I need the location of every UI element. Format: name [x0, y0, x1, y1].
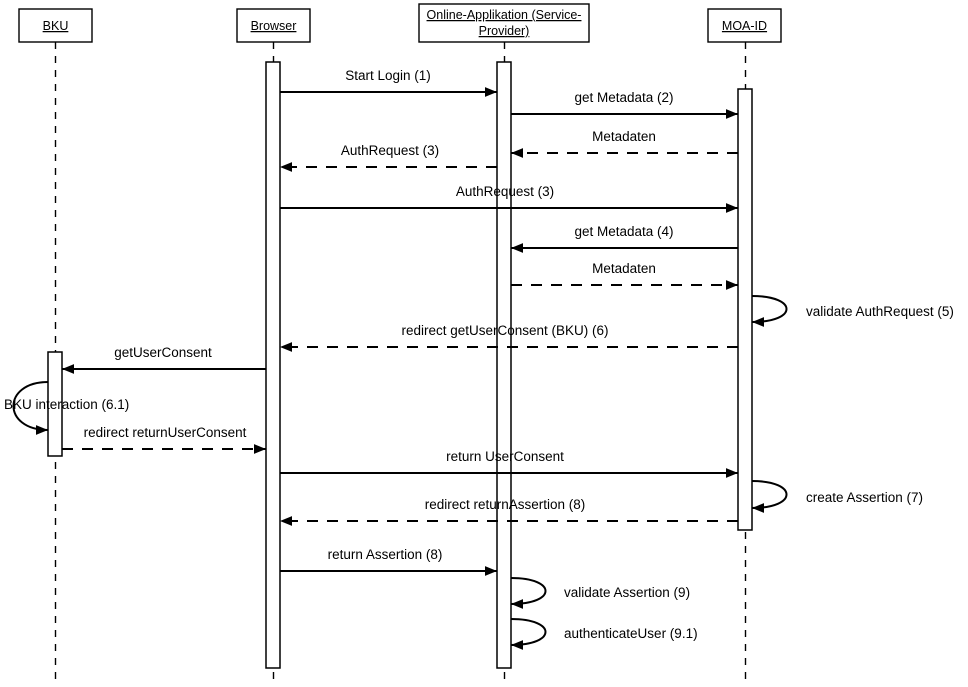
message-m4: AuthRequest (3) — [280, 143, 497, 172]
participant-label-oa-line1: Online-Applikation (Service- — [427, 8, 582, 22]
message-m11: return UserConsent — [280, 449, 738, 478]
self-message-s1: validate AuthRequest (5) — [751, 295, 954, 327]
message-label-m7: Metadaten — [592, 261, 656, 276]
message-m8: redirect getUserConsent (BKU) (6) — [280, 323, 738, 352]
message-label-m11: return UserConsent — [446, 449, 564, 464]
participant-box-oa[interactable] — [418, 3, 590, 43]
self-message-loop-s1 — [751, 295, 788, 327]
message-m12: redirect returnAssertion (8) — [280, 497, 738, 526]
participant-box-browser[interactable] — [236, 8, 311, 43]
self-message-label-s1: validate AuthRequest (5) — [806, 304, 954, 319]
activation-bar-oa — [496, 61, 512, 669]
participant-box-bku[interactable] — [18, 8, 93, 43]
participant-label-browser: Browser — [251, 19, 297, 33]
participant-browser[interactable]: Browser — [236, 8, 311, 43]
participant-bku[interactable]: BKU — [18, 8, 93, 43]
message-label-m3: Metadaten — [592, 129, 656, 144]
messages-layer: Start Login (1) get Metadata (2) Metadaten… — [62, 68, 738, 576]
message-label-m2: get Metadata (2) — [574, 90, 673, 105]
message-m2: get Metadata (2) — [511, 90, 738, 119]
self-message-label-s4: validate Assertion (9) — [564, 585, 690, 600]
message-label-m5: AuthRequest (3) — [456, 184, 554, 199]
message-label-m6: get Metadata (4) — [574, 224, 673, 239]
message-m5: AuthRequest (3) — [280, 184, 738, 213]
participant-label-bku: BKU — [43, 19, 69, 33]
participant-box-moaid[interactable] — [707, 8, 782, 43]
participant-label-oa-line2: Provider) — [479, 24, 530, 38]
message-label-m13: return Assertion (8) — [328, 547, 443, 562]
activations-layer — [47, 61, 753, 669]
participant-oa[interactable]: Online-Applikation (Service- Provider) — [418, 3, 590, 43]
participant-label-moaid: MOA-ID — [722, 19, 767, 33]
message-m9: getUserConsent — [62, 345, 266, 374]
message-m7: Metadaten — [511, 261, 738, 290]
activation-bar-browser — [265, 61, 281, 669]
participants-layer: BKU Browser Online-Applikation (Service- Pr… — [18, 3, 782, 43]
message-label-m1: Start Login (1) — [345, 68, 431, 83]
message-m13: return Assertion (8) — [280, 547, 497, 576]
self-message-loop-s3 — [751, 480, 788, 513]
message-m10: redirect returnUserConsent — [62, 425, 266, 454]
message-label-m8: redirect getUserConsent (BKU) (6) — [401, 323, 608, 338]
self-message-s3: create Assertion (7) — [751, 480, 923, 513]
message-label-m4: AuthRequest (3) — [341, 143, 439, 158]
self-message-loop-s5 — [510, 618, 547, 650]
message-m3: Metadaten — [511, 129, 738, 158]
self-messages-layer: validate AuthRequest (5) BKU interaction … — [4, 295, 954, 650]
activation-bar-moaid — [737, 88, 753, 531]
self-message-s4: validate Assertion (9) — [510, 577, 690, 609]
message-label-m12: redirect returnAssertion (8) — [425, 497, 586, 512]
self-message-s2: BKU interaction (6.1) — [4, 381, 129, 435]
message-m1: Start Login (1) — [280, 68, 497, 97]
self-message-loop-s2 — [12, 381, 49, 435]
message-label-m10: redirect returnUserConsent — [84, 425, 247, 440]
activation-bar-bku — [47, 351, 63, 457]
self-message-loop-s4 — [510, 577, 547, 609]
self-message-label-s3: create Assertion (7) — [806, 490, 923, 505]
participant-moaid[interactable]: MOA-ID — [707, 8, 782, 43]
message-m6: get Metadata (4) — [511, 224, 738, 253]
self-message-s5: authenticateUser (9.1) — [510, 618, 698, 650]
message-label-m9: getUserConsent — [114, 345, 212, 360]
self-message-label-s5: authenticateUser (9.1) — [564, 626, 698, 641]
self-message-label-s2: BKU interaction (6.1) — [4, 397, 129, 412]
